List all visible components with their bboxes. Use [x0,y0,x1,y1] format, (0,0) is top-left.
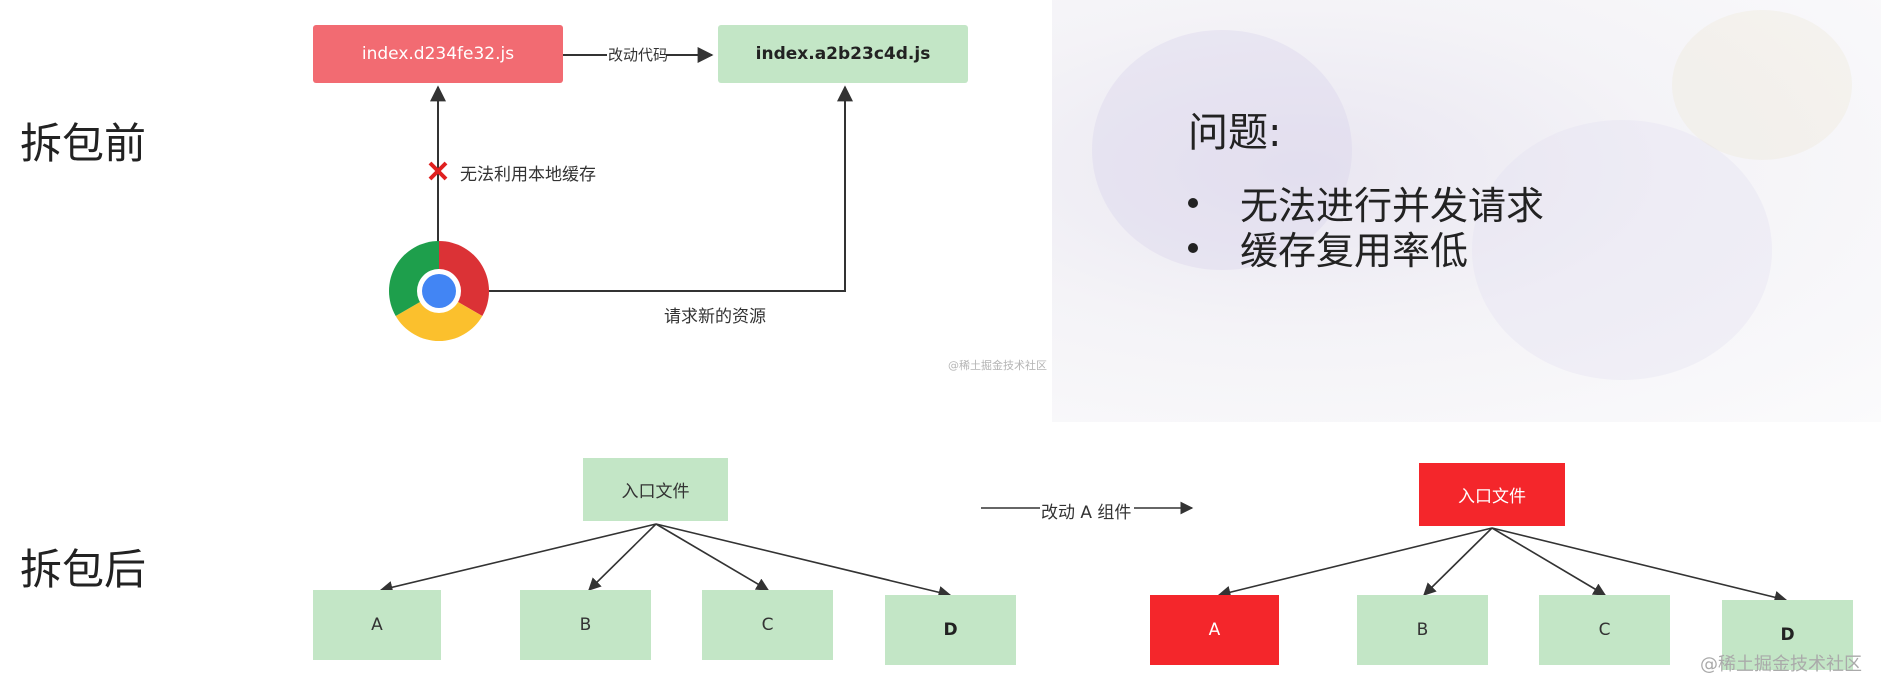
chunk-box-b: B [520,590,651,660]
problem-panel [1052,0,1881,422]
watermark-bottom: @稀土掘金技术社区 [1700,654,1862,675]
decor-blob [1092,30,1352,270]
chunk-box-a-changed: A [1150,595,1279,665]
tree-edge [1423,527,1493,596]
section-label-before: 拆包前 [20,119,147,168]
decor-blob [1672,10,1852,160]
change-component-label: 改动 A 组件 [1041,503,1132,523]
new-file-box: index.a2b23c4d.js [718,25,968,83]
tree-edge [655,523,952,599]
chunk-box-c-after: C [1539,595,1670,665]
problem-item-text: 无法进行并发请求 [1240,184,1545,228]
chunk-box-d: D [885,595,1016,665]
chunk-box-d-after: D [1722,600,1853,670]
problem-item: 无法进行并发请求 [1188,175,1544,230]
chunk-box-b-after: B [1357,595,1488,665]
request-label: 请求新的资源 [664,307,766,327]
tree-edge [588,523,657,591]
chunk-box-a: A [313,590,441,660]
tree-edge [1491,527,1788,604]
problem-item-text: 缓存复用率低 [1240,229,1469,273]
entry-file-box: 入口文件 [583,458,728,521]
change-label: 改动代码 [608,46,669,64]
chrome-icon [389,241,489,341]
tree-edge [379,523,657,594]
decor-blob [1472,120,1772,380]
bullet-dot [1188,197,1198,208]
section-label-after: 拆包后 [20,545,147,594]
tree-edge [655,523,770,591]
chunk-box-c: C [702,590,833,660]
tree-edge [1217,527,1493,599]
tree-edge [1491,527,1607,596]
bullet-dot [1188,242,1198,253]
problem-title: 问题: [1188,110,1282,156]
error-x-icon [428,161,448,181]
old-file-box: index.d234fe32.js [313,25,563,83]
entry-file-box-changed: 入口文件 [1419,463,1565,526]
problem-item: 缓存复用率低 [1188,220,1468,275]
cache-label: 无法利用本地缓存 [460,165,596,185]
watermark-top: @稀土掘金技术社区 [948,359,1047,372]
request-arrow [488,85,853,292]
